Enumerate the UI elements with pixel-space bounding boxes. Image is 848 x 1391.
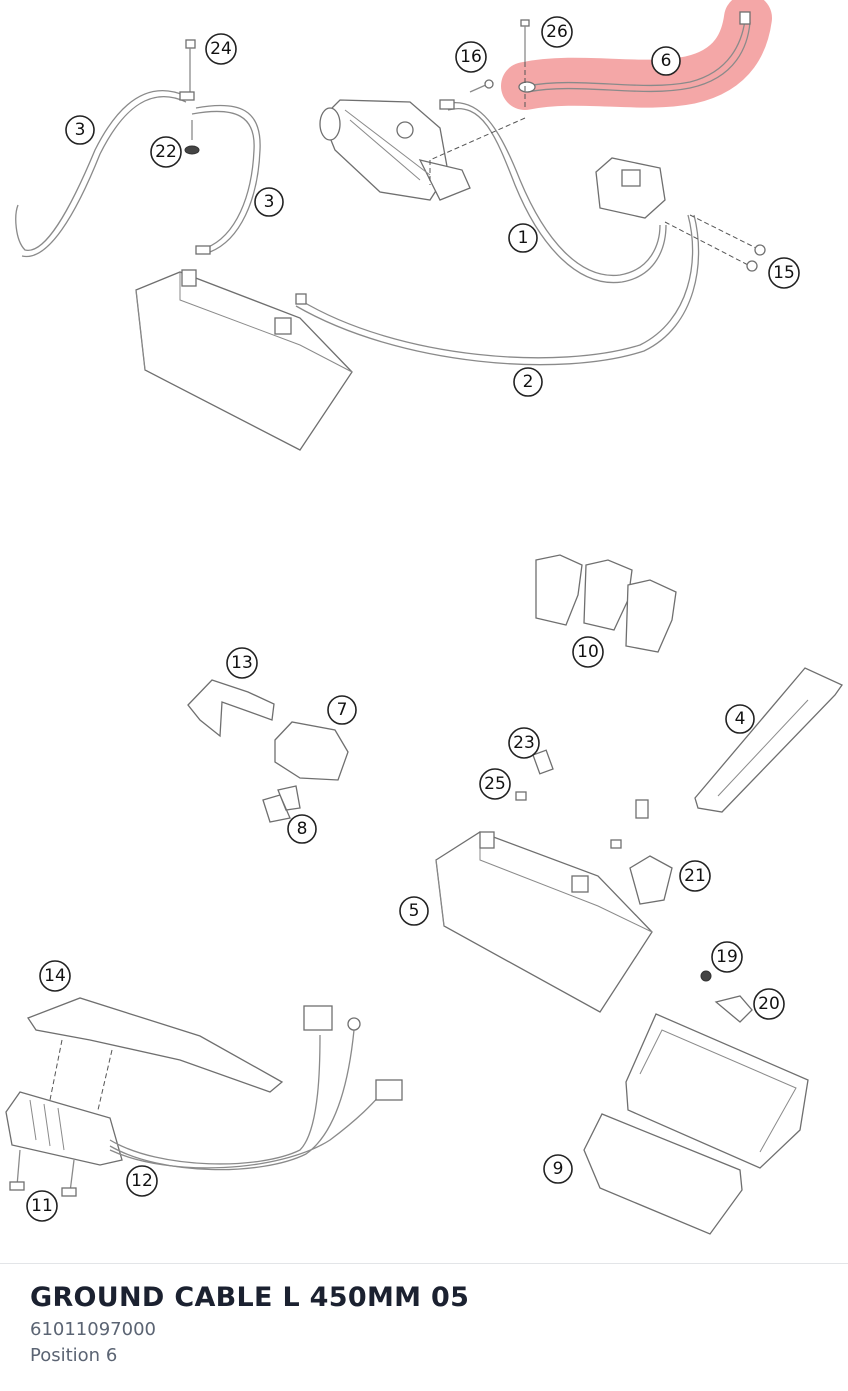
callout-16[interactable]: 16 <box>455 41 487 73</box>
callout-13[interactable]: 13 <box>226 647 258 679</box>
callout-22[interactable]: 22 <box>150 136 182 168</box>
holder-8 <box>262 785 301 823</box>
callout-24[interactable]: 24 <box>205 33 237 65</box>
screw-23 <box>532 749 554 775</box>
callout-5[interactable]: 5 <box>399 896 429 926</box>
part-number: 61011097000 <box>30 1319 156 1340</box>
callout-label: 12 <box>131 1171 153 1191</box>
screws-11 <box>9 1149 77 1197</box>
callout-9[interactable]: 9 <box>543 1154 573 1184</box>
callout-12[interactable]: 12 <box>126 1165 158 1197</box>
callout-label: 4 <box>735 709 746 729</box>
callout-label: 19 <box>716 947 738 967</box>
part-info-panel: GROUND CABLE L 450MM 05 61011097000 Posi… <box>0 1263 848 1391</box>
callout-label: 21 <box>684 866 706 886</box>
callout-10[interactable]: 10 <box>572 636 604 668</box>
callout-20[interactable]: 20 <box>753 988 785 1020</box>
bolt-26 <box>520 19 530 110</box>
callout-3b[interactable]: 3 <box>254 187 284 217</box>
callout-19[interactable]: 19 <box>711 941 743 973</box>
plate-14 <box>27 997 284 1093</box>
callout-3a[interactable]: 3 <box>65 115 95 145</box>
part-20 <box>714 995 753 1023</box>
callout-label: 14 <box>44 966 66 986</box>
callout-label: 24 <box>210 39 232 59</box>
position-value: 6 <box>105 1345 118 1366</box>
callout-label: 9 <box>553 1159 564 1179</box>
starter-relay <box>595 157 666 219</box>
callout-label: 20 <box>758 994 780 1014</box>
callout-6[interactable]: 6 <box>651 46 681 76</box>
position-label: Position <box>30 1345 101 1366</box>
ground-cable[interactable] <box>526 19 746 87</box>
bolt-24 <box>185 39 196 140</box>
callout-label: 5 <box>409 901 420 921</box>
callout-14[interactable]: 14 <box>39 960 71 992</box>
bolt-16 <box>469 79 494 93</box>
cable-3b <box>195 104 261 253</box>
washer-22 <box>184 145 200 155</box>
callout-25[interactable]: 25 <box>479 768 511 800</box>
part-4 <box>694 667 843 813</box>
part-name: GROUND CABLE L 450MM 05 <box>30 1282 470 1313</box>
callout-label: 13 <box>231 653 253 673</box>
ground-cable-highlight[interactable] <box>501 0 772 110</box>
callout-label: 15 <box>773 263 795 283</box>
fuse-boxes <box>535 554 677 653</box>
nut-25 <box>515 791 527 801</box>
position-info: Position 6 <box>30 1345 117 1366</box>
regulator-12 <box>5 1091 123 1166</box>
callout-label: 2 <box>523 372 534 392</box>
battery-box-9 <box>583 1013 809 1235</box>
callout-label: 22 <box>155 142 177 162</box>
callout-label: 6 <box>661 51 672 71</box>
callout-label: 7 <box>337 700 348 720</box>
callout-11[interactable]: 11 <box>26 1190 58 1222</box>
cable-3a <box>15 90 187 251</box>
callout-15[interactable]: 15 <box>768 257 800 289</box>
starter-motor <box>319 99 471 201</box>
clamp-21 <box>629 855 673 905</box>
bracket-13 <box>187 679 275 738</box>
callout-label: 3 <box>264 192 275 212</box>
callout-2[interactable]: 2 <box>513 367 543 397</box>
callout-4[interactable]: 4 <box>725 704 755 734</box>
callout-26[interactable]: 26 <box>541 16 573 48</box>
cable-1 <box>444 102 661 277</box>
callout-23[interactable]: 23 <box>508 727 540 759</box>
callout-label: 23 <box>513 733 535 753</box>
screw-19 <box>700 970 712 982</box>
battery-5 <box>435 831 653 1013</box>
callout-label: 10 <box>577 642 599 662</box>
exploded-parts-diagram: 1 2 3 3 4 5 6 7 8 9 10 11 12 13 14 15 16… <box>5 0 843 1235</box>
battery-top <box>135 269 353 451</box>
callout-21[interactable]: 21 <box>679 860 711 892</box>
callout-label: 25 <box>484 774 506 794</box>
callout-label: 26 <box>546 22 568 42</box>
callout-label: 16 <box>460 47 482 67</box>
relay-7 <box>274 721 349 781</box>
callout-label: 11 <box>31 1196 53 1216</box>
callout-label: 8 <box>297 819 308 839</box>
callout-8[interactable]: 8 <box>287 814 317 844</box>
callout-label: 3 <box>75 120 86 140</box>
callout-label: 1 <box>518 228 529 248</box>
callout-1[interactable]: 1 <box>508 223 538 253</box>
callout-7[interactable]: 7 <box>327 695 357 725</box>
